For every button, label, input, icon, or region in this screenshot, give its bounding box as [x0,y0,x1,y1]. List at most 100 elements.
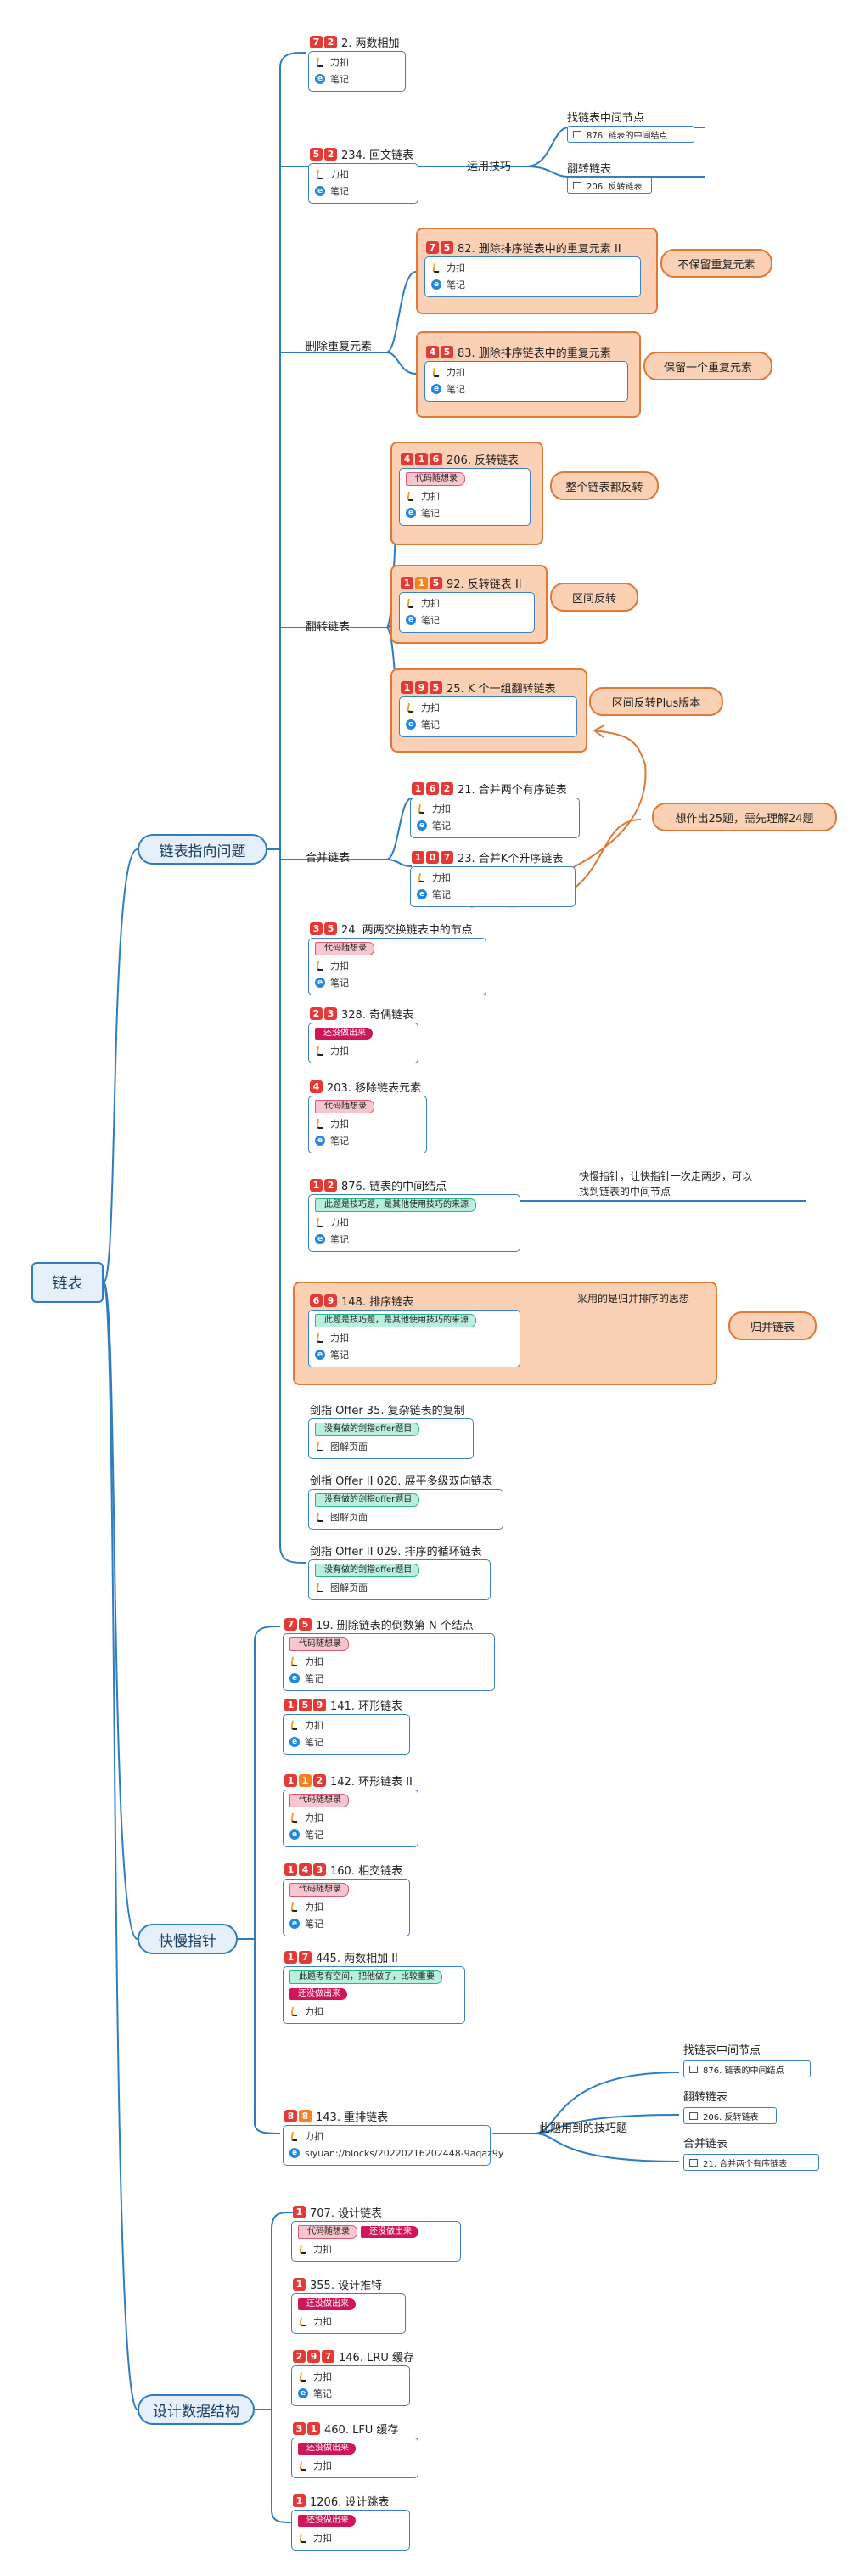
badge: 8 [299,2110,312,2122]
problem-row[interactable]: 力扣 [315,1043,349,1058]
problem-row[interactable]: 力扣 [431,260,465,275]
ref-876[interactable]: 876. 链表的中间结点 [567,126,694,143]
problem-row[interactable]: 力扣 [298,2530,332,2545]
problem-row[interactable]: 力扣 [289,2128,323,2144]
ref-206-2[interactable]: 206. 反转链表 [683,2107,777,2124]
branch-design[interactable]: 设计数据结构 [138,2394,255,2425]
problem-row[interactable]: 图解页面 [315,1509,368,1525]
problem-title-text: 82. 删除排序链表中的重复元素 II [458,243,621,256]
ref-876-2[interactable]: 876. 链表的中间结点 [683,2060,811,2077]
problem-row[interactable]: 力扣 [417,870,451,885]
problem-row[interactable]: 力扣 [315,54,349,70]
problem-row: 代码随想录 [315,1099,378,1114]
problem-row[interactable]: 力扣 [406,595,440,611]
problem-row[interactable]: 力扣 [315,1215,349,1230]
problem-row[interactable]: 力扣 [289,1654,323,1669]
root-node[interactable]: 链表 [31,1262,104,1303]
callout-interval[interactable]: 区间反转 [550,583,638,612]
branch-fast-slow[interactable]: 快慢指针 [138,1924,238,1954]
problem-row[interactable]: 力扣 [406,700,440,715]
problem-row[interactable]: 力扣 [315,166,349,182]
problem-row[interactable]: 力扣 [298,2369,332,2384]
problem-row[interactable]: 力扣 [298,2458,332,2473]
problem-row[interactable]: 力扣 [315,958,349,973]
callout-merge-sort[interactable]: 归并链表 [728,1311,817,1340]
problem-row[interactable]: 力扣 [315,1330,349,1345]
problem-row[interactable]: 力扣 [289,2004,323,2019]
ref-21[interactable]: 21. 合并两个有序链表 [683,2154,819,2171]
branch-pointer[interactable]: 链表指向问题 [138,834,267,865]
callout-think25[interactable]: 想作出25题，需先理解24题 [652,803,837,831]
problem-card-p146 [291,2365,410,2406]
problem-title-o028[interactable]: 剑指 Offer II 028. 展平多级双向链表 [310,1472,493,1488]
problem-row[interactable]: 图解页面 [315,1580,368,1595]
problem-row[interactable]: 力扣 [417,801,451,816]
problem-row[interactable]: 力扣 [406,488,440,504]
ref-206[interactable]: 206. 反转链表 [567,177,652,194]
problem-row: 此题考有空间，把他做了，比较重要 [289,1970,446,1985]
callout-whole[interactable]: 整个链表都反转 [550,471,659,500]
problem-row[interactable]: 力扣 [298,2241,332,2257]
leetcode-icon [431,262,441,273]
tag-muban: 代码随想录 [289,1637,349,1651]
callout-keep-one[interactable]: 保留一个重复元素 [643,352,772,380]
row-link[interactable]: siyuan://blocks/20220216202448-9aqaz9y [305,2147,504,2159]
problem-row[interactable]: 力扣 [431,364,465,380]
problem-row[interactable]: 图解页面 [315,1439,368,1454]
problem-title-o35[interactable]: 剑指 Offer 35. 复杂链表的复制 [310,1401,465,1418]
problem-row[interactable]: 力扣 [289,1899,323,1914]
callout-plus[interactable]: 区间反转Plus版本 [589,687,723,716]
problem-row[interactable]: 力扣 [315,1116,349,1131]
problem-title-o029[interactable]: 剑指 Offer II 029. 排序的循环链表 [310,1542,482,1559]
problem-row[interactable]: 力扣 [298,2314,332,2329]
callout-keep-none[interactable]: 不保留重复元素 [660,249,772,278]
problem-row[interactable]: 力扣 [289,1717,323,1733]
problem-row[interactable]: 力扣 [289,1810,323,1825]
